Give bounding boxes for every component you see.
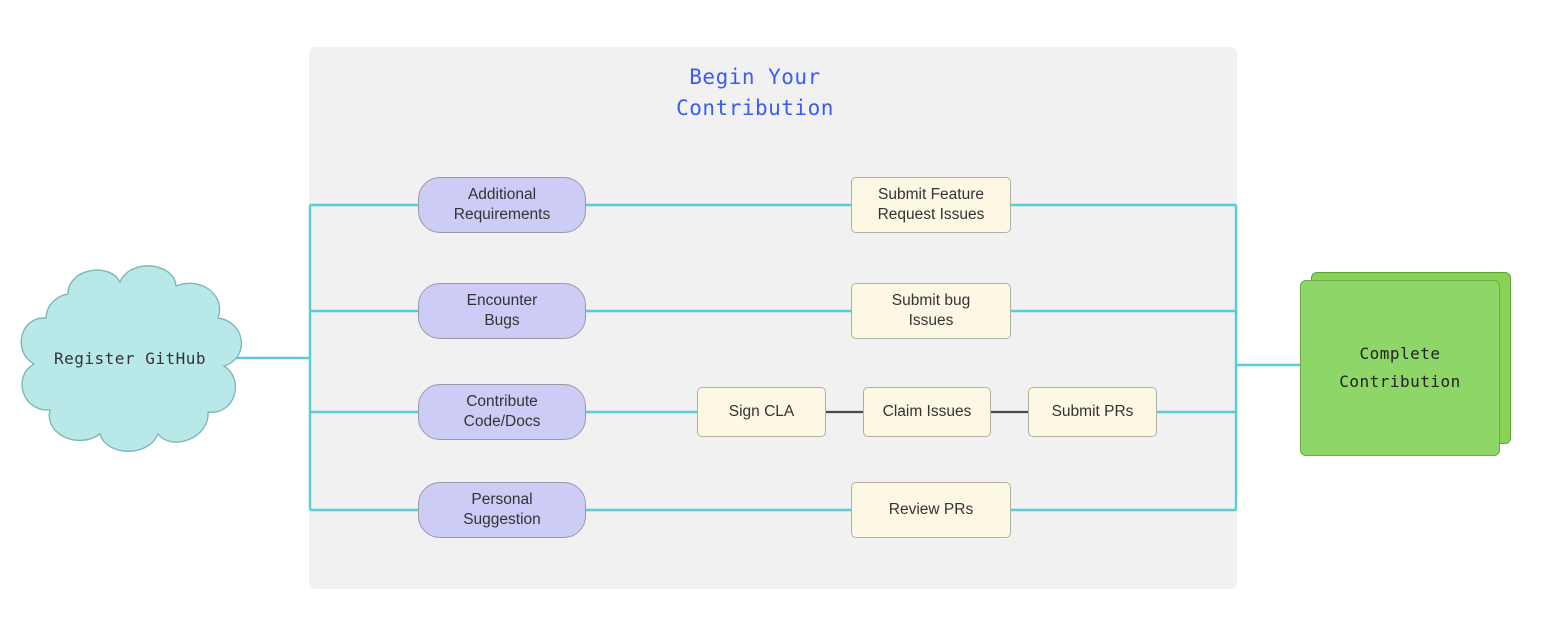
end-node-complete-contribution[interactable]: Complete Contribution [1300,272,1512,460]
lane-step-label: Claim Issues [882,403,972,420]
lane-trigger-contribute-code-docs[interactable]: Contribute Code/Docs [418,384,586,440]
lane-trigger-label: Personal Suggestion [463,491,541,528]
lane-trigger-label: Encounter Bugs [466,292,538,329]
lane-step-claim-issues[interactable]: Claim Issues [863,387,991,437]
end-node-front-sheet: Complete Contribution [1300,280,1500,456]
lane-step-submit-prs[interactable]: Submit PRs [1028,387,1157,437]
lane-step-sign-cla[interactable]: Sign CLA [697,387,826,437]
lane-step-label: Submit bug Issues [891,292,971,329]
lane-trigger-additional-requirements[interactable]: Additional Requirements [418,177,586,233]
lane-step-submit-feature-request-issues[interactable]: Submit Feature Request Issues [851,177,1011,233]
start-node-register-github[interactable]: Register GitHub [6,252,254,464]
lane-step-label: Submit PRs [1051,403,1134,420]
lane-trigger-label: Contribute Code/Docs [463,393,541,430]
diagram-title: Begin Your Contribution [676,65,834,120]
lane-step-label: Review PRs [888,501,974,518]
start-node-label: Register GitHub [54,348,206,368]
lane-trigger-encounter-bugs[interactable]: Encounter Bugs [418,283,586,339]
lane-step-submit-bug-issues[interactable]: Submit bug Issues [851,283,1011,339]
lane-step-label: Sign CLA [728,403,795,420]
lane-trigger-personal-suggestion[interactable]: Personal Suggestion [418,482,586,538]
end-node-label: Complete Contribution [1339,344,1461,391]
lane-trigger-label: Additional Requirements [453,186,551,223]
lane-step-review-prs[interactable]: Review PRs [851,482,1011,538]
lane-step-label: Submit Feature Request Issues [877,186,985,223]
cloud-shape-icon [20,265,242,452]
